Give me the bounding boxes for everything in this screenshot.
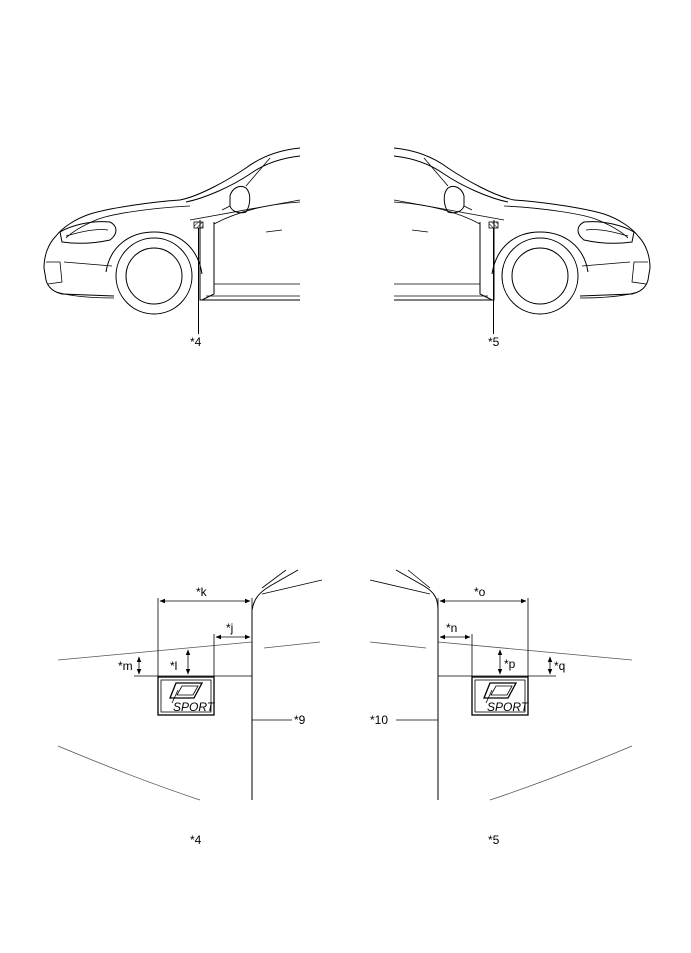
callout-right-edge: *10 — [370, 713, 388, 727]
emblem-text-left: SPORT — [173, 700, 216, 714]
callout-right-bottom: *5 — [488, 833, 500, 847]
dim-j: *j — [226, 621, 233, 635]
callout-left-top: *4 — [190, 335, 202, 349]
callout-left-edge: *9 — [294, 713, 306, 727]
callout-left-bottom: *4 — [190, 833, 202, 847]
car-left-side-view — [43, 147, 301, 334]
dim-o: *o — [474, 585, 486, 599]
dim-m: *m — [118, 659, 133, 673]
car-right-side-view — [393, 147, 651, 334]
dim-q: *q — [554, 659, 565, 673]
emblem-location-marker-left — [193, 221, 204, 229]
f-sport-emblem-right: SPORT — [471, 676, 530, 716]
detail-right: SPORT — [369, 569, 633, 801]
dim-k: *k — [196, 585, 208, 599]
detail-left: SPORT — [57, 569, 323, 801]
dim-n: *n — [446, 621, 457, 635]
emblem-location-marker-right — [488, 221, 499, 229]
f-sport-emblem-left: SPORT — [157, 676, 216, 716]
dim-p: *p — [504, 657, 516, 671]
dim-l: *l — [170, 659, 177, 673]
emblem-text-right: SPORT — [487, 700, 530, 714]
callout-right-top: *5 — [488, 335, 500, 349]
